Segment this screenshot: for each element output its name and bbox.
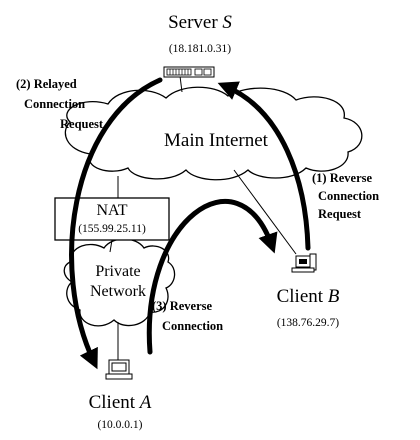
nat-label: NAT [96,202,127,219]
step2-line2: Connection [24,97,85,111]
server-label: Server S [168,12,232,33]
internet-label: Main Internet [164,130,269,151]
step1-line2: Connection [318,189,379,203]
step1-line1: (1) Reverse [312,171,372,185]
arrow-reverse-connection [146,198,278,355]
step1-line3: Request [318,207,362,221]
link-server-internet [179,75,183,93]
step2-line1: (2) Relayed [16,77,77,91]
link-internet-clientB [233,169,297,255]
clientB-ip: (138.76.29.7) [277,317,339,329]
arrow-reverse-connection-request [217,81,311,251]
step3-line2: Connection [162,319,223,333]
private-network-label-line2: Network [90,283,146,300]
private-network-label-line1: Private [95,263,140,280]
clientB-label: Client B [277,286,340,307]
step3-line1: (3) Reverse [152,299,212,313]
clientB-computer-icon [291,253,317,273]
nat-ip: (155.99.25.11) [78,223,146,235]
step2-line3: Request [60,117,104,131]
clientA-label: Client A [89,392,152,413]
clientA-ip: (10.0.0.1) [97,419,142,431]
link-nat-private [109,239,113,253]
clientA-computer-icon [105,359,133,380]
server-device-icon [163,66,215,78]
arrow-relayed-connection-request [69,77,163,370]
server-ip: (18.181.0.31) [169,43,231,55]
